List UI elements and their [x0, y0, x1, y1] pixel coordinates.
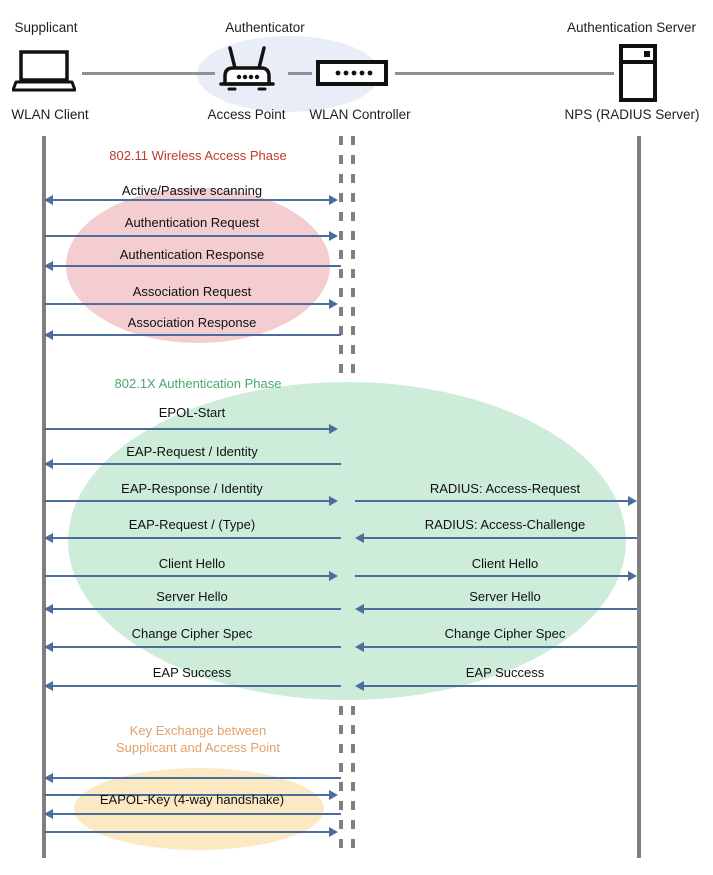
wire-controller-to-server	[395, 72, 614, 75]
message-arrow	[44, 794, 335, 796]
message-arrow	[53, 777, 341, 779]
message-arrow	[44, 575, 335, 577]
arrowhead-right-icon	[329, 827, 338, 837]
message-label-right: Client Hello	[471, 556, 539, 571]
message-label: EAP-Request / Identity	[126, 444, 258, 459]
message-label: Active/Passive scanning	[121, 183, 263, 198]
message-arrow	[53, 463, 341, 465]
arrowhead-right-icon	[329, 790, 338, 800]
arrowhead-left-icon	[355, 604, 364, 614]
arrowhead-right-icon	[329, 424, 338, 434]
message-label: Association Response	[127, 315, 257, 330]
arrowhead-left-icon	[44, 773, 53, 783]
message-label: Server Hello	[156, 589, 228, 604]
message-arrow	[44, 235, 335, 237]
arrowhead-right-icon	[329, 231, 338, 241]
message-label: Client Hello	[158, 556, 226, 571]
message-arrow-right	[364, 685, 637, 687]
server-tower-icon	[618, 44, 662, 102]
wire-ap-to-controller	[288, 72, 312, 75]
access-point-icon	[215, 46, 279, 92]
message-arrow	[53, 608, 341, 610]
message-arrow-right	[364, 608, 637, 610]
phase-key-exchange-ellipse	[74, 768, 324, 850]
arrowhead-right-icon	[628, 571, 637, 581]
message-arrow-right	[355, 575, 633, 577]
arrowhead-right-icon	[628, 496, 637, 506]
actor-role-authentication-server: Authentication Server	[566, 20, 697, 35]
actor-device-nps-server: NPS (RADIUS Server)	[564, 107, 700, 122]
arrowhead-left-icon	[44, 195, 53, 205]
arrowhead-right-icon	[329, 299, 338, 309]
message-label-right: Server Hello	[469, 589, 541, 604]
actor-role-authenticator: Authenticator	[225, 20, 305, 35]
arrowhead-left-icon	[355, 681, 364, 691]
message-arrow	[53, 646, 341, 648]
phase-key-exchange-caption: Key Exchange between Supplicant and Acce…	[115, 723, 281, 755]
message-arrow	[53, 334, 341, 336]
message-label-right: Change Cipher Spec	[444, 626, 566, 641]
arrowhead-left-icon	[44, 681, 53, 691]
lifeline-supplicant	[42, 136, 46, 858]
phase-8021x-caption: 802.1X Authentication Phase	[114, 376, 282, 391]
message-arrow-right	[364, 646, 637, 648]
laptop-icon	[11, 50, 77, 92]
actor-device-supplicant: WLAN Client	[11, 107, 89, 122]
message-arrow	[44, 428, 335, 430]
message-label: EPOL-Start	[158, 405, 226, 420]
actor-device-wlan-controller: WLAN Controller	[309, 107, 411, 122]
wlan-controller-icon	[316, 60, 388, 86]
arrowhead-left-icon	[44, 261, 53, 271]
message-label: EAP Success	[152, 665, 232, 680]
message-label: EAP-Request / (Type)	[128, 517, 256, 532]
message-arrow	[53, 685, 341, 687]
arrowhead-left-icon	[44, 330, 53, 340]
arrowhead-left-icon	[44, 533, 53, 543]
arrowhead-left-icon	[44, 604, 53, 614]
message-label: Change Cipher Spec	[131, 626, 253, 641]
message-arrow	[53, 265, 341, 267]
message-label-right: RADIUS: Access-Request	[429, 481, 581, 496]
message-arrow	[44, 303, 335, 305]
arrowhead-right-icon	[329, 496, 338, 506]
message-label: Association Request	[132, 284, 252, 299]
actor-role-supplicant: Supplicant	[14, 20, 78, 35]
message-arrow-right	[355, 500, 633, 502]
message-label: EAP-Response / Identity	[121, 481, 263, 496]
message-label: EAPOL-Key (4-way handshake)	[99, 792, 285, 807]
actor-device-access-point: Access Point	[207, 107, 286, 122]
lifeline-nps-server	[637, 136, 641, 858]
phase-80211-caption: 802.11 Wireless Access Phase	[109, 148, 287, 163]
message-label: Authentication Response	[119, 247, 265, 262]
message-label-right: RADIUS: Access-Challenge	[424, 517, 586, 532]
arrowhead-left-icon	[44, 642, 53, 652]
arrowhead-right-icon	[329, 195, 338, 205]
arrowhead-right-icon	[329, 571, 338, 581]
message-label: Authentication Request	[124, 215, 260, 230]
message-arrow	[44, 831, 335, 833]
message-arrow	[53, 813, 341, 815]
message-arrow	[53, 537, 341, 539]
message-label-right: EAP Success	[465, 665, 545, 680]
arrowhead-left-icon	[355, 642, 364, 652]
wire-client-to-ap	[82, 72, 215, 75]
arrowhead-left-icon	[44, 459, 53, 469]
message-arrow	[44, 500, 335, 502]
message-arrow	[53, 199, 335, 201]
message-arrow-right	[364, 537, 637, 539]
arrowhead-left-icon	[355, 533, 364, 543]
arrowhead-left-icon	[44, 809, 53, 819]
